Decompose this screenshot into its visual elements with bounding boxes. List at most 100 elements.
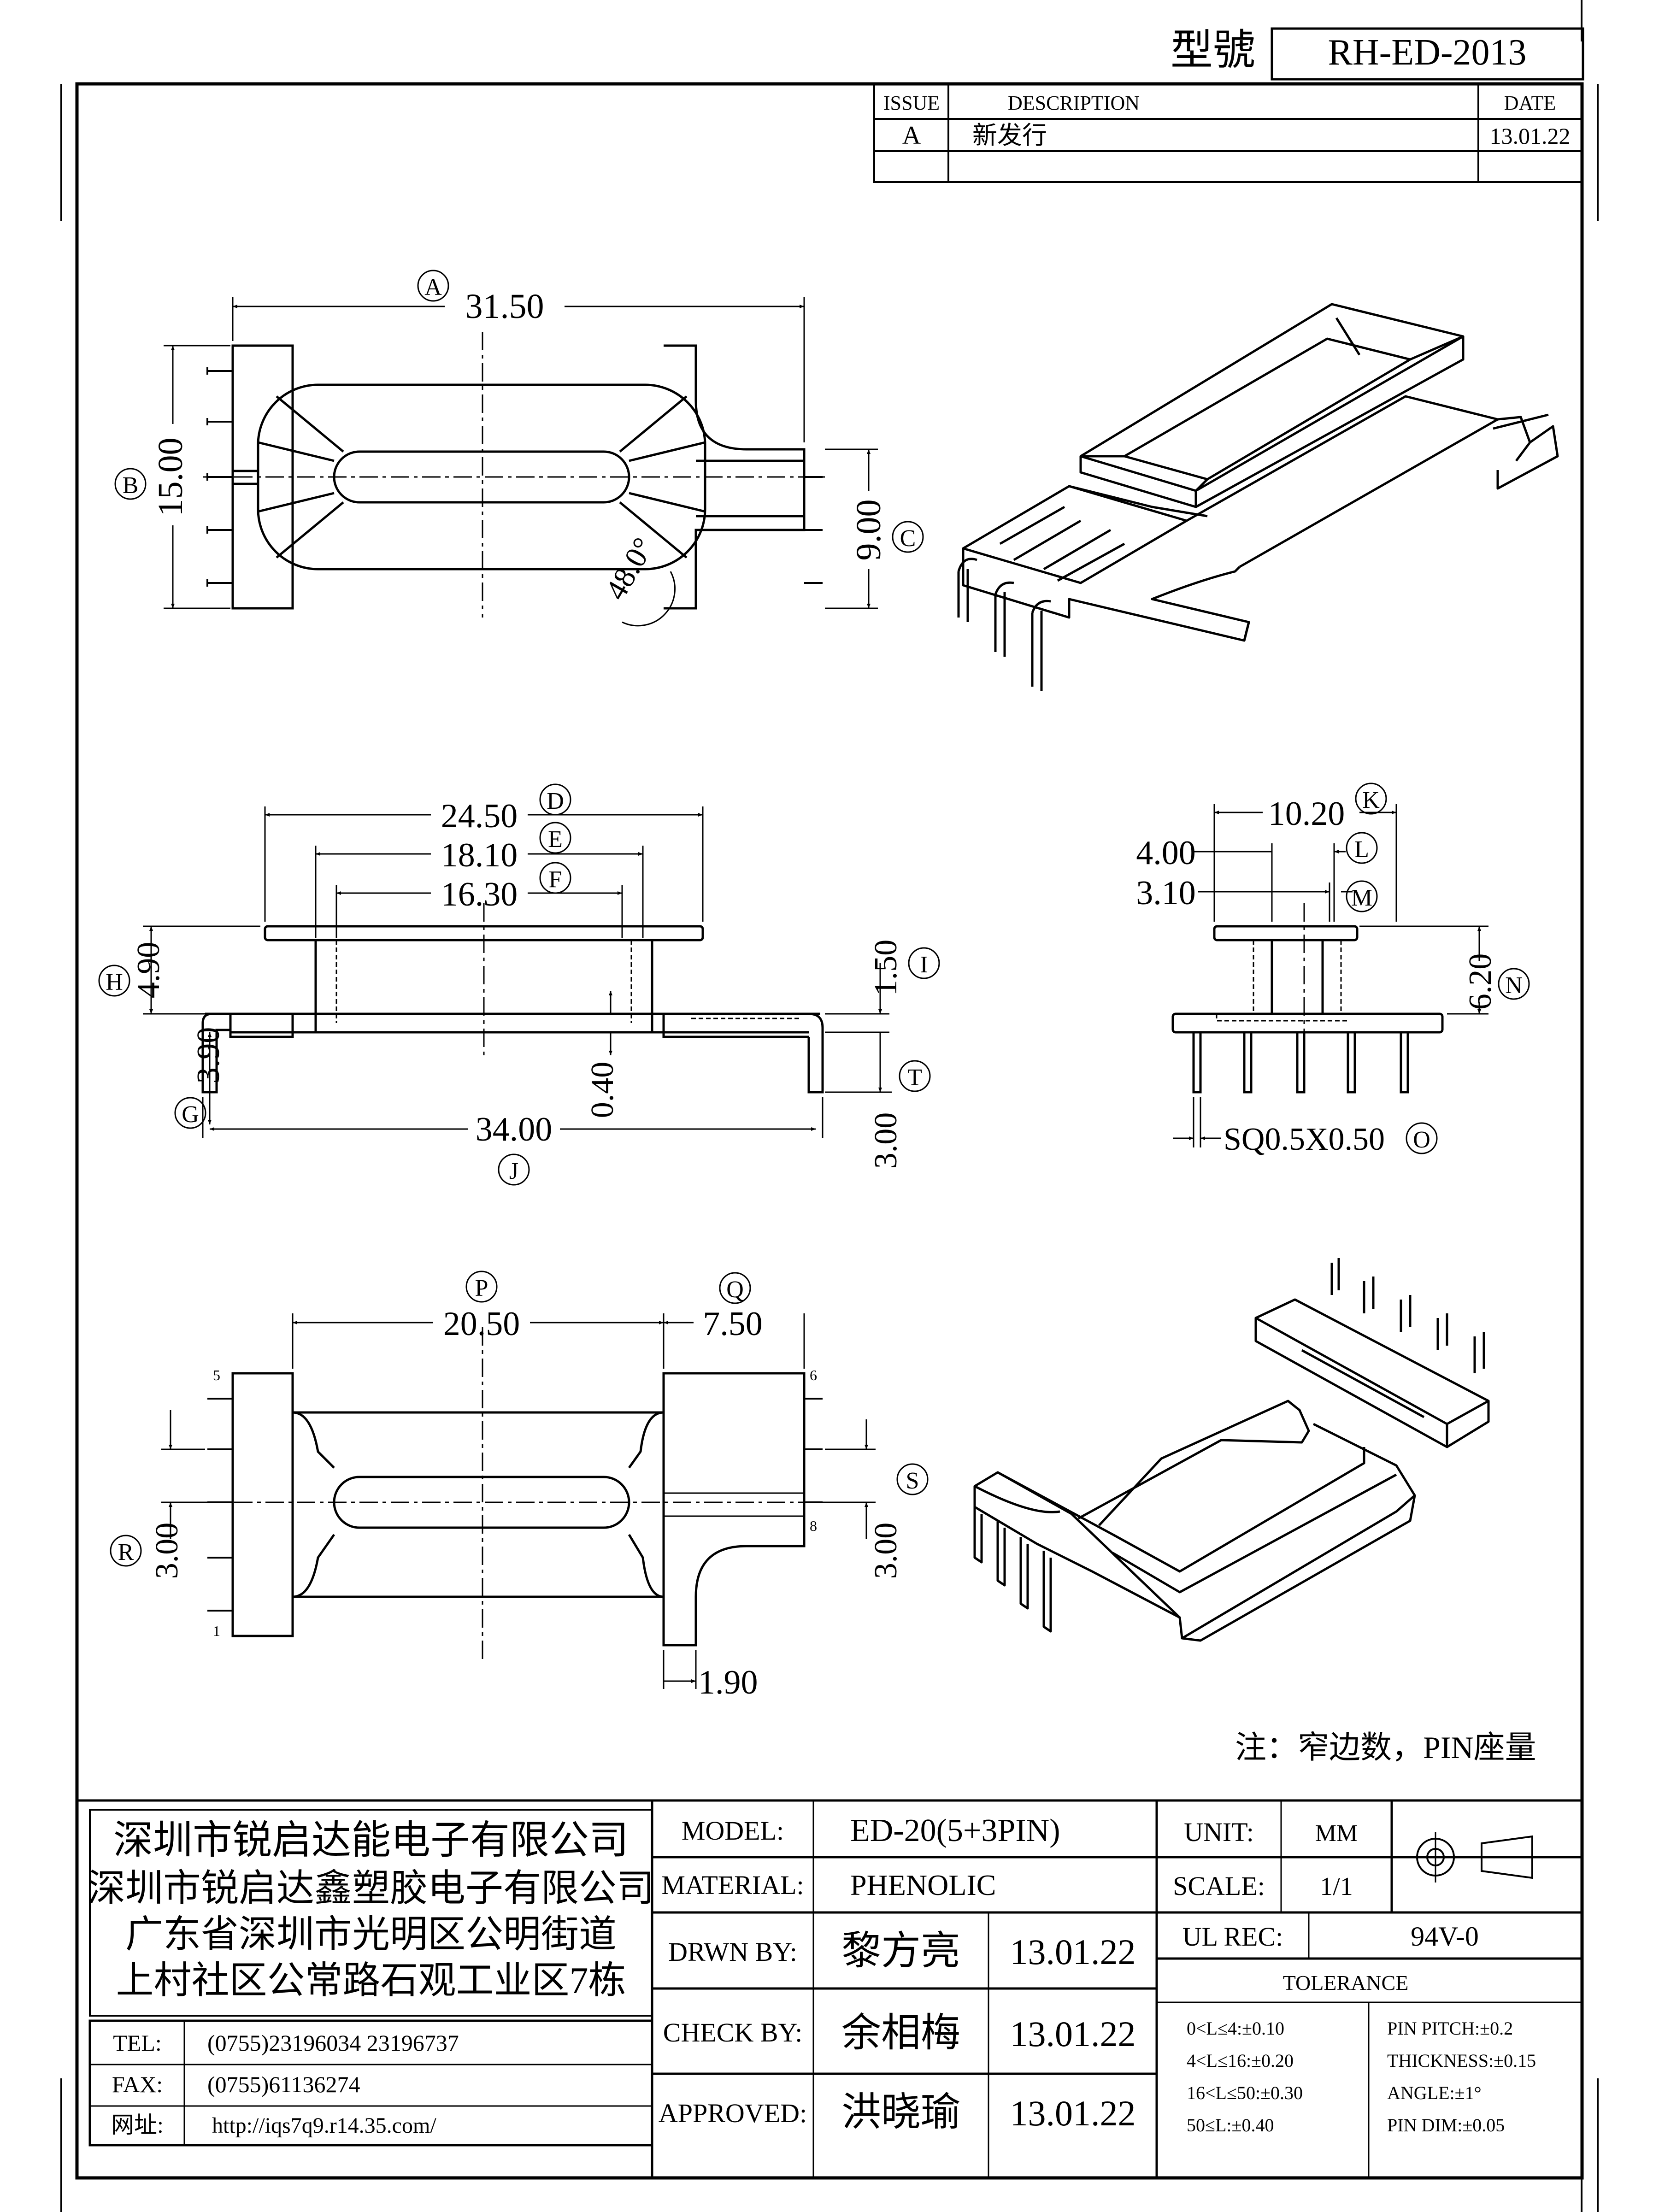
balloon-B-letter: B <box>123 472 139 499</box>
ul-rec-value: 94V-0 <box>1411 1921 1479 1952</box>
pin-number-1: 1 <box>213 1623 220 1639</box>
balloon-L-letter: L <box>1354 836 1369 863</box>
balloon-G <box>174 1097 206 1129</box>
dim-Q-value: 7.50 <box>703 1305 763 1343</box>
balloon-A <box>417 270 449 302</box>
balloon-M-letter: M <box>1351 885 1372 911</box>
company-line-1: 深圳市锐启达能电子有限公司 <box>113 1818 629 1862</box>
bottom-view-centerlines <box>203 1327 830 1659</box>
tolerance-line-8: PIN DIM:±0.05 <box>1387 2115 1505 2136</box>
end-view-dimensions <box>1173 804 1488 1147</box>
dim-E-value: 18.10 <box>441 836 518 874</box>
fax-label: FAX: <box>112 2071 163 2097</box>
pin-number-5: 5 <box>213 1367 220 1383</box>
iso-view-top <box>957 303 1559 691</box>
balloon-E-letter: E <box>548 826 563 853</box>
dim-N-value: 6.20 <box>1463 953 1498 1010</box>
dim-J-value: 34.00 <box>476 1111 553 1148</box>
model-field-label: MODEL: <box>682 1816 784 1846</box>
note-text: 注：窄边数，PIN座量 <box>1235 1730 1536 1765</box>
dim-F-value: 16.30 <box>441 876 518 913</box>
balloon-Q-letter: Q <box>726 1277 744 1303</box>
balloon-D-letter: D <box>547 788 564 814</box>
balloon-I-letter: I <box>920 952 928 978</box>
drawn-date: 13.01.22 <box>1010 1932 1136 1972</box>
dim-H-value: 4.90 <box>131 942 166 999</box>
balloon-D <box>539 783 571 816</box>
approved-date: 13.01.22 <box>1010 2093 1136 2133</box>
dim-R-value: 3.00 <box>149 1523 185 1579</box>
balloon-A-letter: A <box>424 274 442 300</box>
company-address-2: 上村社区公常路石观工业区7栋 <box>116 1959 626 2001</box>
scale-value: 1/1 <box>1320 1872 1353 1901</box>
balloon-L <box>1346 832 1378 864</box>
balloon-G-letter: G <box>182 1101 199 1128</box>
balloon-S <box>896 1463 929 1495</box>
balloon-I <box>908 947 940 979</box>
revision-table <box>873 83 1583 183</box>
balloon-R-letter: R <box>118 1539 134 1565</box>
iso-view-bottom <box>973 1258 1490 1642</box>
dim-gap-value: 0.40 <box>585 1062 620 1118</box>
dim-flange-value: 1.90 <box>698 1664 758 1701</box>
tolerance-line-4: 50≤L:±0.40 <box>1187 2115 1274 2136</box>
balloon-N-letter: N <box>1505 972 1523 999</box>
drawn-by-name: 黎方亮 <box>841 1929 960 1973</box>
balloon-T <box>899 1060 931 1092</box>
revision-col-issue: ISSUE <box>883 92 940 114</box>
balloon-S-letter: S <box>906 1468 919 1494</box>
dim-C-value: 9.00 <box>849 500 888 561</box>
tolerance-line-1: 0<L≤4:±0.10 <box>1187 2018 1284 2039</box>
revision-issue: A <box>902 121 921 150</box>
balloon-C-letter: C <box>900 525 916 552</box>
balloon-H-letter: H <box>106 969 123 995</box>
tolerance-heading: TOLERANCE <box>1283 1971 1409 1994</box>
check-by-label: CHECK BY: <box>663 2018 802 2047</box>
end-view <box>1171 925 1444 1094</box>
balloon-T-letter: T <box>907 1065 922 1091</box>
dim-K-value: 10.20 <box>1268 795 1345 833</box>
fax-value: (0755)61136274 <box>207 2071 360 2097</box>
side-view <box>201 925 824 1094</box>
company-line-2: 深圳市锐启达鑫塑胶电子有限公司 <box>88 1867 654 1909</box>
unit-label: UNIT: <box>1184 1817 1254 1847</box>
balloon-P <box>465 1271 498 1303</box>
dim-I-value: 1.50 <box>868 940 904 996</box>
tolerance-line-2: 4<L≤16:±0.20 <box>1187 2050 1294 2071</box>
tolerance-line-7: ANGLE:±1° <box>1387 2083 1482 2103</box>
dim-L-value: 4.00 <box>1136 834 1196 872</box>
projection-symbol-icon <box>1410 1832 1548 1883</box>
balloon-P-letter: P <box>475 1275 488 1301</box>
dim-O-value: SQ0.5X0.50 <box>1224 1122 1385 1157</box>
dim-T-value: 3.00 <box>868 1112 904 1169</box>
dim-B-value: 15.00 <box>151 438 190 517</box>
balloon-N <box>1498 968 1530 1000</box>
ul-rec-label: UL REC: <box>1182 1922 1283 1952</box>
scale-label: SCALE: <box>1173 1871 1265 1901</box>
material-field-value: PHENOLIC <box>850 1869 996 1901</box>
balloon-J-letter: J <box>509 1158 518 1184</box>
balloon-K-letter: K <box>1362 787 1380 813</box>
approved-label: APPROVED: <box>659 2098 807 2128</box>
approved-by-name: 洪晓瑜 <box>841 2090 960 2134</box>
model-field-value: ED-20(5+3PIN) <box>850 1813 1060 1848</box>
bottom-view <box>207 1372 823 1647</box>
unit-value: MM <box>1315 1820 1358 1847</box>
balloon-J <box>498 1153 530 1186</box>
balloon-K <box>1355 782 1387 815</box>
pin-number-6: 6 <box>810 1367 817 1383</box>
revision-col-description: DESCRIPTION <box>1008 92 1140 114</box>
bottom-view-dimensions <box>161 1313 876 1689</box>
tolerance-line-3: 16<L≤50:±0.30 <box>1187 2083 1303 2103</box>
model-label: 型號 <box>1171 27 1255 74</box>
material-field-label: MATERIAL: <box>661 1870 804 1900</box>
dim-G-value: 3.90 <box>191 1027 226 1084</box>
revision-col-date: DATE <box>1504 92 1556 114</box>
balloon-F <box>539 862 571 894</box>
website-value: http://iqs7q9.r14.35.com/ <box>212 2113 436 2138</box>
check-by-name: 余相梅 <box>841 2011 960 2055</box>
balloon-O-letter: O <box>1413 1127 1430 1153</box>
pin-number-8: 8 <box>810 1518 817 1534</box>
tel-value: (0755)23196034 23196737 <box>207 2030 459 2056</box>
